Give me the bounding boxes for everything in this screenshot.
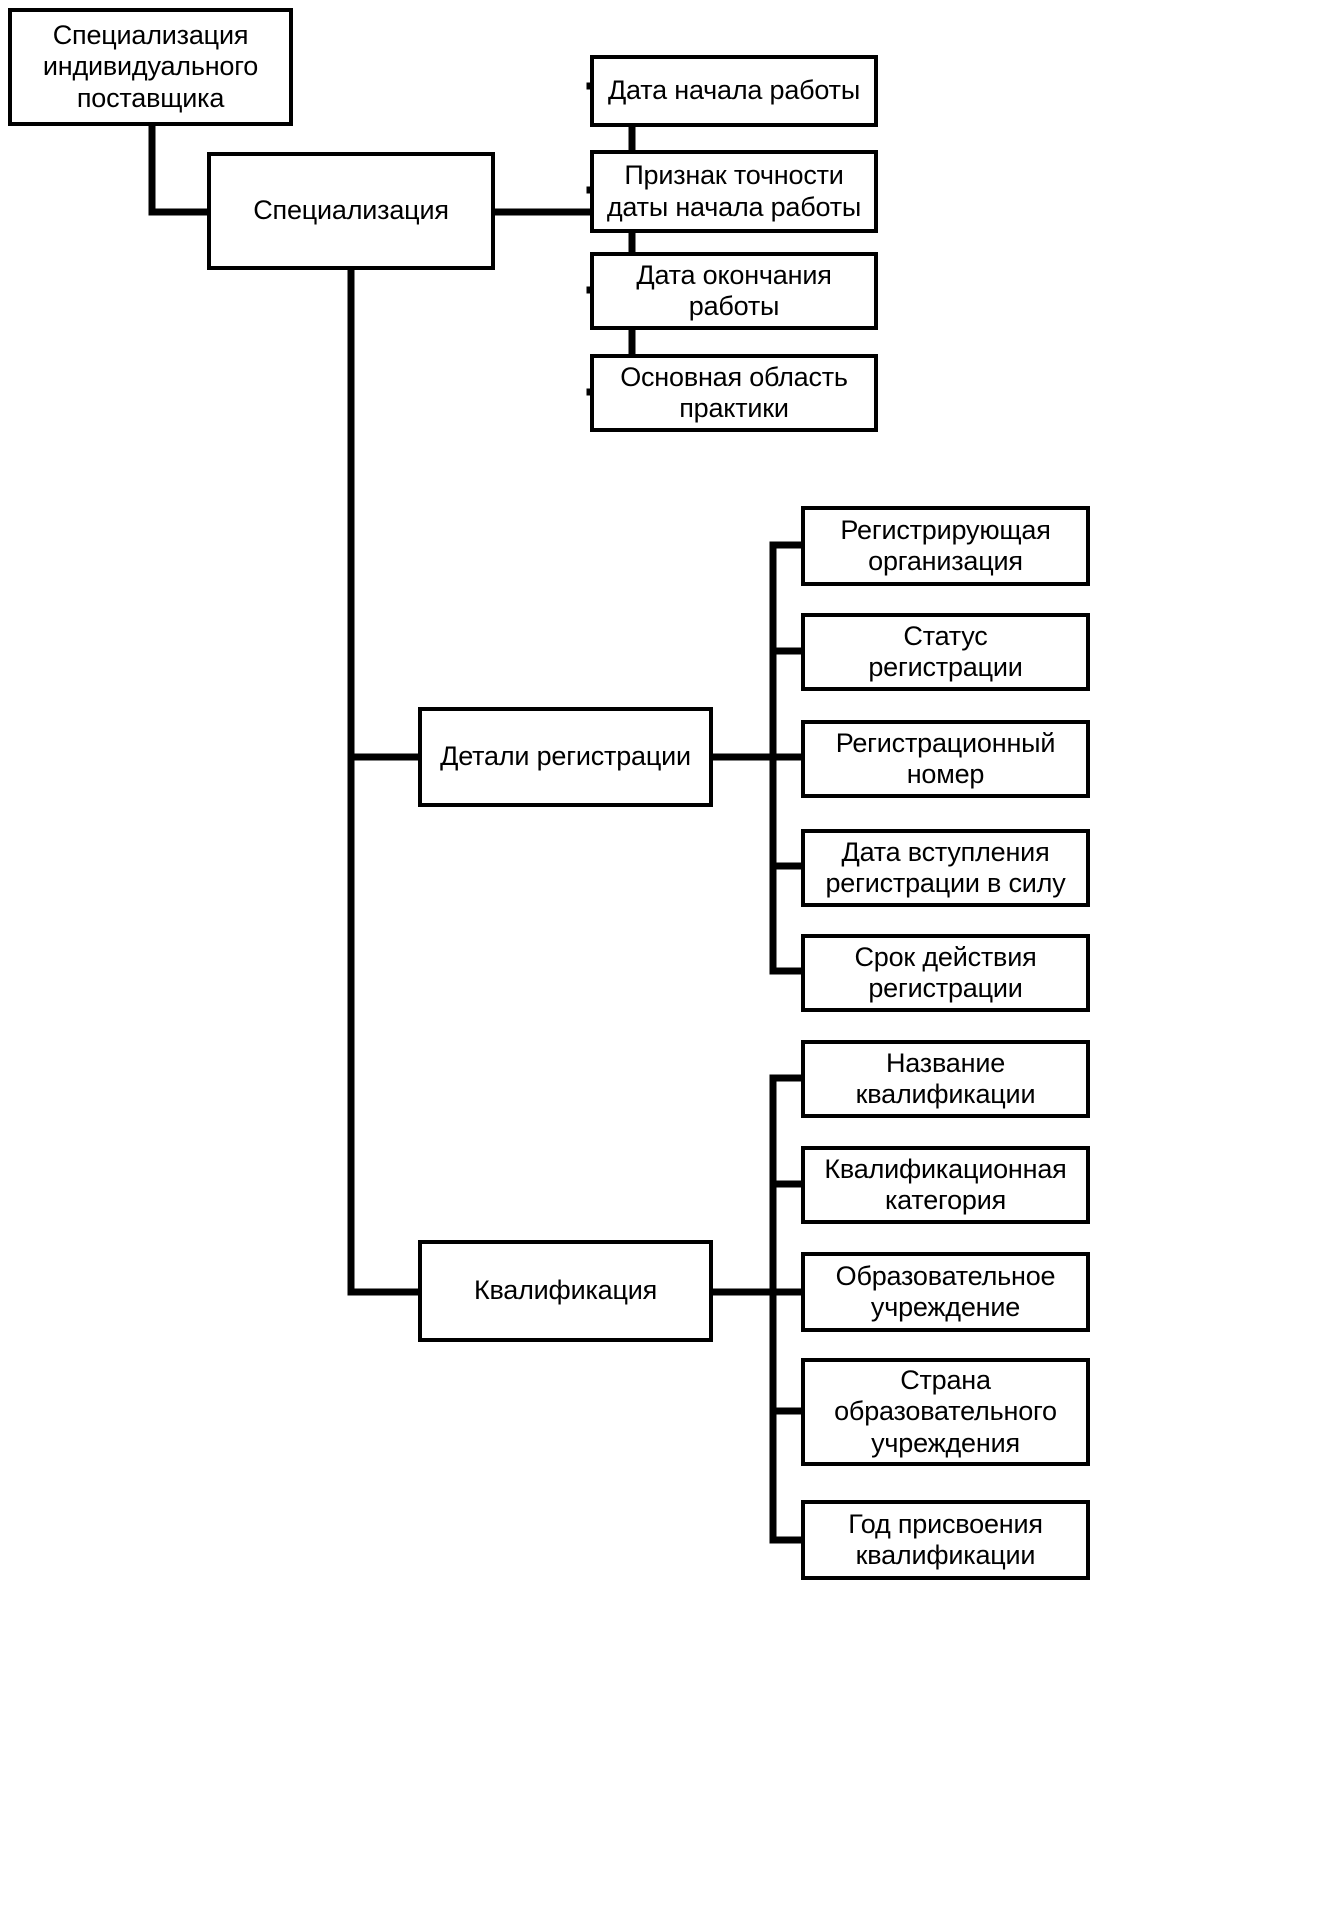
- node-end-date[interactable]: Дата окончания работы: [590, 252, 878, 330]
- node-registration-number-label: Регистрационный номер: [835, 727, 1056, 789]
- node-educational-institution[interactable]: Образовательное учреждение: [801, 1252, 1090, 1332]
- node-root[interactable]: Специализация индивидуального поставщика: [8, 8, 293, 126]
- node-registration-status[interactable]: Статус регистрации: [801, 613, 1090, 691]
- node-registration-validity-period-label: Срок действия регистрации: [854, 941, 1037, 1003]
- node-qualification-label: Квалификация: [473, 1275, 658, 1306]
- node-root-label: Специализация индивидуального поставщика: [42, 20, 259, 113]
- node-registering-organization-label: Регистрирующая организация: [840, 514, 1051, 576]
- node-qualification-name-label: Название квалификации: [855, 1047, 1036, 1109]
- node-educational-institution-label: Образовательное учреждение: [835, 1260, 1056, 1322]
- node-start-date[interactable]: Дата начала работы: [590, 55, 878, 127]
- node-registration-details-label: Детали регистрации: [440, 741, 691, 772]
- node-qualification-name[interactable]: Название квалификации: [801, 1040, 1090, 1118]
- edge-root-to-specialization: [148, 118, 211, 216]
- node-start-date-accuracy-label: Признак точности даты начала работы: [606, 160, 862, 222]
- node-educational-institution-country-label: Страна образовательного учреждения: [834, 1365, 1057, 1458]
- node-main-practice-area[interactable]: Основная область практики: [590, 354, 878, 432]
- node-qualification-award-year-label: Год присвоения квалификации: [848, 1508, 1043, 1570]
- node-qualification-category[interactable]: Квалификационная категория: [801, 1146, 1090, 1224]
- node-main-practice-area-label: Основная область практики: [620, 361, 848, 423]
- node-registration-number[interactable]: Регистрационный номер: [801, 720, 1090, 798]
- node-registration-details[interactable]: Детали регистрации: [418, 707, 713, 807]
- node-qualification-category-label: Квалификационная категория: [824, 1153, 1067, 1215]
- node-end-date-label: Дата окончания работы: [636, 259, 832, 321]
- node-qualification-award-year[interactable]: Год присвоения квалификации: [801, 1500, 1090, 1580]
- node-registration-effective-date[interactable]: Дата вступления регистрации в силу: [801, 829, 1090, 907]
- node-registration-effective-date-label: Дата вступления регистрации в силу: [825, 836, 1066, 898]
- node-start-date-label: Дата начала работы: [607, 75, 861, 106]
- node-registration-status-label: Статус регистрации: [868, 620, 1023, 682]
- node-registration-validity-period[interactable]: Срок действия регистрации: [801, 934, 1090, 1012]
- node-specialization-label: Специализация: [253, 195, 449, 226]
- node-registering-organization[interactable]: Регистрирующая организация: [801, 506, 1090, 586]
- node-educational-institution-country[interactable]: Страна образовательного учреждения: [801, 1358, 1090, 1466]
- node-specialization[interactable]: Специализация: [207, 152, 495, 270]
- node-start-date-accuracy[interactable]: Признак точности даты начала работы: [590, 150, 878, 233]
- node-qualification[interactable]: Квалификация: [418, 1240, 713, 1342]
